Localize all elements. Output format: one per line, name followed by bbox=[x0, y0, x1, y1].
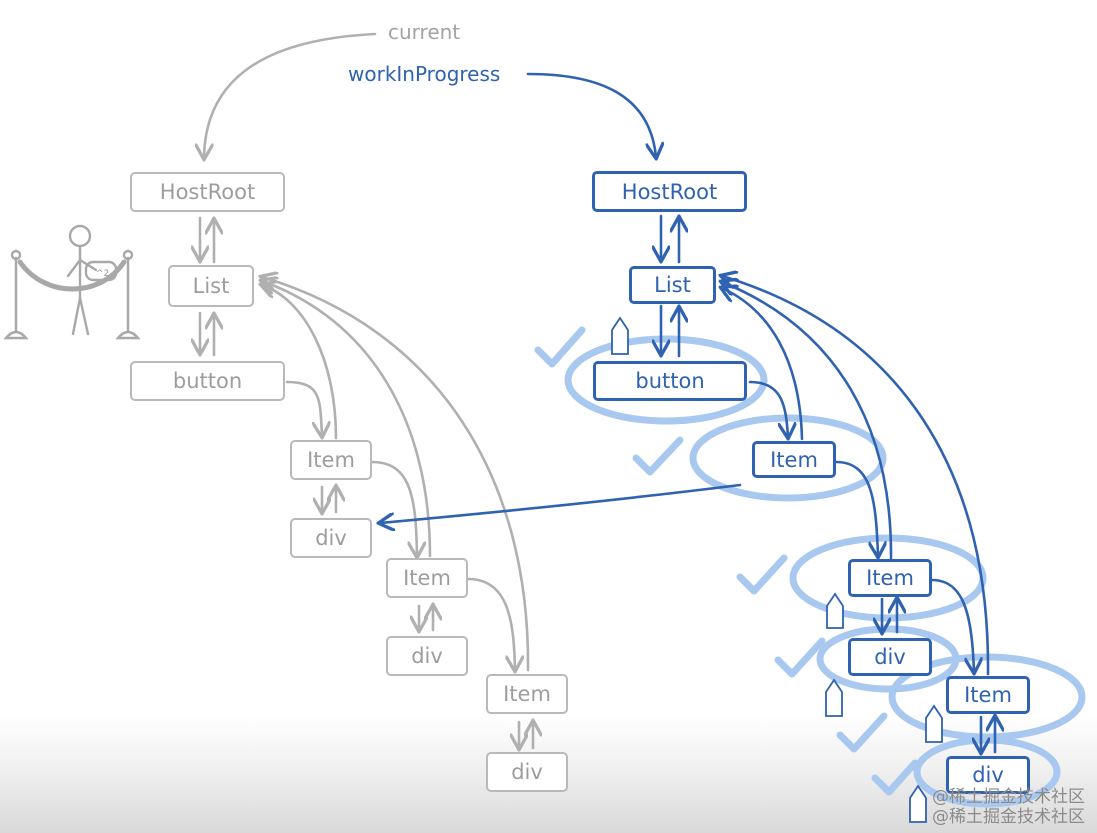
check-icon bbox=[632, 436, 684, 476]
tag-icon bbox=[611, 316, 629, 355]
current-item-node-3: Item bbox=[486, 674, 568, 714]
check-icon bbox=[774, 637, 826, 678]
wip-item-node-3: Item bbox=[946, 676, 1030, 714]
wip-item-node-2: Item bbox=[848, 559, 932, 597]
work-in-progress-pointer-label: workInProgress bbox=[348, 62, 501, 86]
wip-tree-edges bbox=[380, 72, 995, 752]
current-tree-edges bbox=[200, 32, 533, 748]
current-item-node-1: Item bbox=[290, 440, 372, 480]
wip-list-node: List bbox=[629, 266, 716, 304]
tag-icons bbox=[611, 316, 943, 823]
check-icon bbox=[534, 326, 586, 368]
current-div-node-3: div bbox=[486, 752, 568, 792]
check-icon bbox=[836, 712, 888, 753]
highlight-ellipses bbox=[564, 335, 1086, 808]
tag-icon bbox=[825, 678, 843, 717]
wip-button-node: button bbox=[593, 361, 747, 401]
check-icon bbox=[871, 759, 919, 796]
check-icon bbox=[736, 554, 788, 595]
wip-pointer-arrow bbox=[526, 72, 656, 157]
tag-icon bbox=[909, 784, 927, 823]
watermark-line-1: @稀土掘金技术社区 bbox=[932, 787, 1085, 807]
current-item-node-2: Item bbox=[386, 558, 468, 598]
tag-icon bbox=[826, 592, 844, 629]
rope-barrier-icon: ^2 bbox=[3, 224, 141, 340]
watermark: @稀土掘金技术社区 @稀土掘金技术社区 bbox=[932, 787, 1085, 827]
watermark-line-2: @稀土掘金技术社区 bbox=[932, 807, 1085, 827]
sibling-pointer-arrow bbox=[380, 483, 742, 523]
wip-item-node-1: Item bbox=[752, 441, 836, 478]
wip-div-node-3: div bbox=[946, 756, 1030, 794]
highlight-item-1 bbox=[689, 414, 887, 502]
current-list-node: List bbox=[168, 265, 254, 307]
check-marks bbox=[534, 326, 919, 796]
highlight-button bbox=[564, 335, 768, 425]
current-pointer-label: current bbox=[388, 20, 461, 44]
badge-text: ^2 bbox=[96, 269, 109, 279]
wip-div-node-2: div bbox=[848, 638, 932, 676]
current-pointer-arrow bbox=[204, 32, 377, 158]
wip-hostroot-node: HostRoot bbox=[592, 171, 747, 212]
current-button-node: button bbox=[130, 361, 285, 401]
tag-icon bbox=[925, 704, 943, 743]
current-hostroot-node: HostRoot bbox=[130, 172, 285, 212]
current-div-node-1: div bbox=[290, 518, 372, 558]
current-div-node-2: div bbox=[386, 636, 468, 676]
